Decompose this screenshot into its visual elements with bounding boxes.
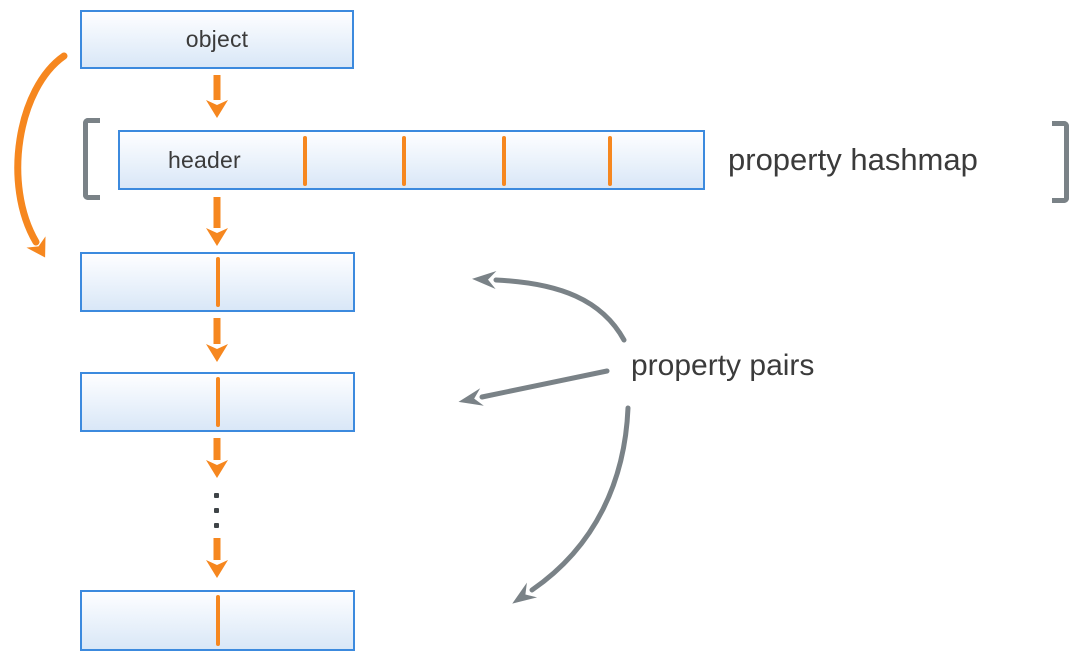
pairs-callout-arrow-middle — [458, 368, 610, 406]
pairs-caption: property pairs — [631, 349, 815, 382]
property-pair-node-3 — [80, 590, 355, 651]
hashmap-slot-divider — [303, 136, 307, 186]
hashmap-open-bracket — [83, 118, 100, 200]
pair-divider — [215, 377, 220, 427]
pairs-callout-arrow-bottom — [512, 405, 631, 604]
object-label: object — [185, 26, 249, 52]
vertical-ellipsis — [214, 493, 219, 528]
hashmap-caption: property hashmap — [728, 142, 978, 177]
pairs-callout-arrow-top — [472, 271, 627, 343]
ellipsis-dot — [214, 523, 219, 528]
hashmap-slot-divider — [502, 136, 506, 186]
hashmap-slot-divider — [608, 136, 612, 186]
object-node: object — [80, 10, 354, 69]
property-pair-node-1 — [80, 252, 355, 312]
property-pair-node-2 — [80, 372, 355, 432]
hashmap-slot-divider — [402, 136, 406, 186]
pair-divider — [215, 595, 220, 646]
hashmap-close-bracket — [1052, 121, 1069, 203]
hashmap-header-node: header — [118, 130, 705, 190]
header-label: header — [168, 146, 241, 173]
object-to-pairs-curved-arrow — [14, 52, 68, 258]
ellipsis-dot — [214, 508, 219, 513]
ellipsis-dot — [214, 493, 219, 498]
pair-divider — [215, 257, 220, 307]
